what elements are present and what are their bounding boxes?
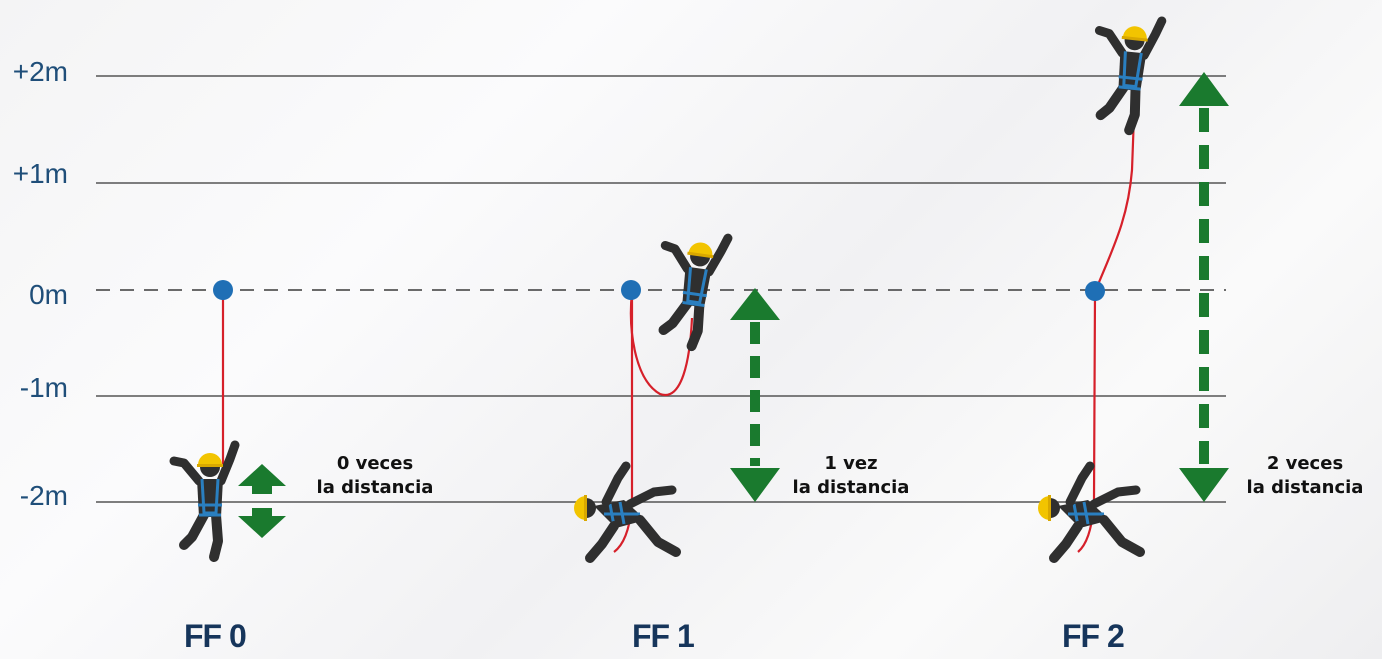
y-axis-label-plus1m: +1m [12,158,68,189]
ff0-group [174,280,286,557]
anchor-point-icon [621,280,641,300]
ff2-note: 2 veces la distancia [1232,452,1378,500]
ff0-label: FF 0 [184,618,247,654]
ff2-note-line1: 2 veces [1266,453,1344,474]
ff1-note: 1 vez la distancia [776,452,926,500]
ff0-note-line2: la distancia [316,477,434,498]
ff1-note-line2: la distancia [792,477,910,498]
anchor-point-icon [213,280,233,300]
worker-figure-icon [1038,466,1140,558]
double-arrow-icon [238,464,286,538]
worker-figure-icon [1089,15,1161,133]
ff2-group [1038,15,1229,558]
y-axis-label-minus1m: -1m [19,372,68,403]
worker-figure-icon [174,445,235,557]
ff2-note-line2: la distancia [1246,477,1364,498]
y-axis-label-0m: 0m [29,279,68,310]
anchor-point-icon [1085,281,1105,301]
y-axis-label-plus2m: +2m [12,56,68,87]
ff1-group [574,230,780,558]
ff1-note-line1: 1 vez [824,453,878,474]
rope [1093,59,1138,293]
worker-figure-icon [574,466,676,558]
ff0-note-line1: 0 veces [336,453,414,474]
double-arrow-icon [1179,72,1229,502]
worker-figure-icon [652,230,728,349]
y-axis-label-minus2m: -2m [19,480,68,511]
ff0-note: 0 veces la distancia [300,452,450,500]
gridlines [96,75,1226,503]
ff2-label: FF 2 [1062,618,1125,654]
double-arrow-icon [730,288,780,502]
ff1-label: FF 1 [632,618,695,654]
